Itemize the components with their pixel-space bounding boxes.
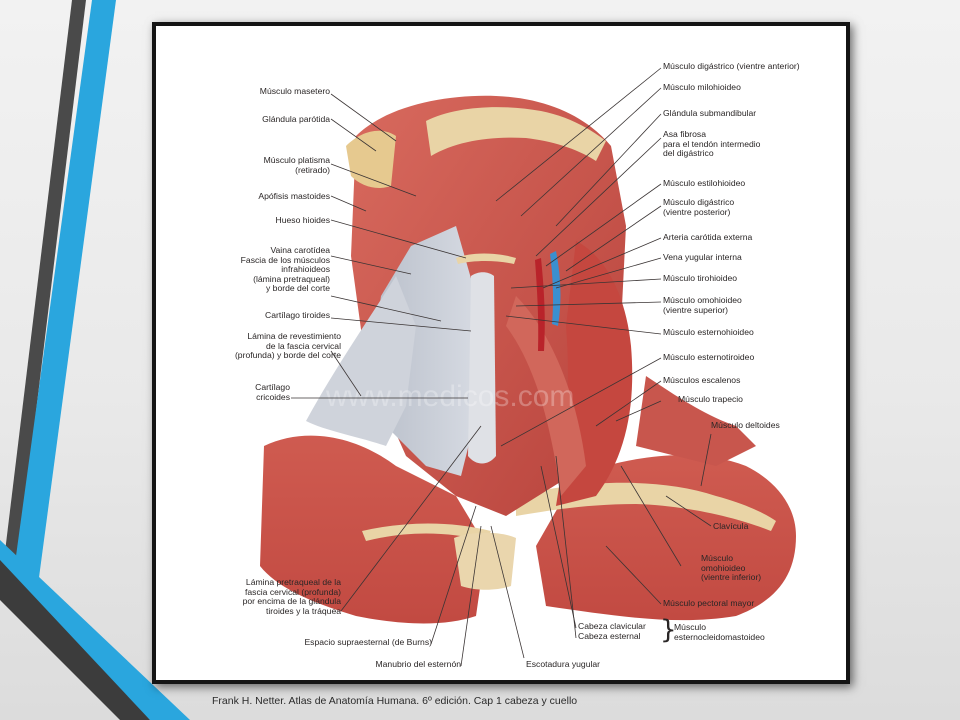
- dark-stripe-bottom: [0, 560, 150, 720]
- label-platisma: Músculo platisma (retirado): [263, 155, 330, 175]
- label-submandibular: Glándula submandibular: [663, 108, 757, 118]
- label-digastrico-anterior: Músculo digástrico (vientre anterior): [663, 61, 800, 71]
- label-tirohioideo: Músculo tirohioideo: [663, 273, 738, 283]
- label-esternocleidomastoideo: Músculo esternocleidomastoideo: [674, 622, 765, 642]
- mandible-bone: [426, 107, 606, 161]
- label-estilohioideo: Músculo estilohioideo: [663, 178, 746, 188]
- label-pectoral: Músculo pectoral mayor: [663, 598, 755, 608]
- watermark-text: www.medicos.com: [325, 380, 574, 413]
- label-deltoides: Músculo deltoides: [711, 420, 780, 430]
- label-tiroides: Cartílago tiroides: [265, 310, 330, 320]
- parotid-gland: [346, 130, 396, 188]
- figure-frame: www.medicos.com: [152, 22, 850, 684]
- label-digastrico-posterior: Músculo digástrico (vientre posterior): [663, 197, 735, 217]
- label-pretraqueal: Lámina pretraqueal de la fascia cervical…: [242, 577, 341, 616]
- leader-lines: [291, 67, 712, 667]
- label-asa-fibrosa: Asa fibrosa para el tendón intermedio de…: [663, 129, 761, 159]
- label-esternohioideo: Músculo esternohioideo: [663, 327, 754, 337]
- blue-stripe-bottom: [0, 540, 190, 720]
- label-trapecio: Músculo trapecio: [678, 394, 743, 404]
- trachea-thyroid: [468, 272, 496, 464]
- internal-jugular-vein: [550, 251, 561, 326]
- external-carotid-artery: [535, 258, 545, 351]
- dark-stripe-top: [4, 0, 86, 560]
- figure-caption: Frank H. Netter. Atlas de Anatomía Human…: [212, 695, 578, 707]
- sternum-manubrium: [454, 532, 516, 590]
- label-omohioideo-superior: Músculo omohioideo (vientre superior): [663, 295, 742, 315]
- label-escotadura: Escotadura yugular: [526, 659, 601, 669]
- label-yugular: Vena yugular interna: [663, 252, 742, 262]
- label-revestimiento: Lámina de revestimiento de la fascia cer…: [234, 331, 341, 361]
- label-carotidea: Vaina carotídea Fascia de los músculos i…: [240, 245, 330, 294]
- label-supraesternal: Espacio supraesternal (de Burns): [304, 637, 432, 647]
- label-clavicula: Clavícula: [713, 521, 749, 531]
- label-hioides: Hueso hioides: [275, 215, 330, 225]
- sternocleidomastoid-band: [506, 296, 586, 496]
- label-omohioideo-inferior: Músculo omohioideo (vientre inferior): [701, 553, 762, 583]
- label-manubrio: Manubrio del esternón: [375, 659, 461, 669]
- label-esternotiroideo: Músculo esternotiroideo: [663, 352, 755, 362]
- label-masetero: Músculo masetero: [259, 86, 330, 96]
- label-parotida: Glándula parótida: [262, 114, 330, 124]
- fascia-cut-edge: [306, 276, 416, 446]
- blue-stripe: [10, 0, 116, 600]
- label-carotida: Arteria carótida externa: [663, 232, 753, 242]
- brace-glyph: }: [660, 615, 677, 645]
- label-escalenos: Músculos escalenos: [663, 375, 741, 385]
- label-milohioideo: Músculo milohioideo: [663, 82, 741, 92]
- clavicle-left: [362, 523, 491, 541]
- label-cabeza-esternal: Cabeza esternal: [578, 631, 641, 641]
- hyoid-bone: [456, 253, 516, 264]
- trapezius-shape: [636, 376, 756, 466]
- neck-anatomy-illustration: www.medicos.com: [260, 67, 796, 667]
- label-cricoides: Cartílago cricoides: [255, 382, 290, 402]
- label-mastoides: Apófisis mastoides: [258, 191, 330, 201]
- label-cabeza-clavicular: Cabeza clavicular: [578, 621, 646, 631]
